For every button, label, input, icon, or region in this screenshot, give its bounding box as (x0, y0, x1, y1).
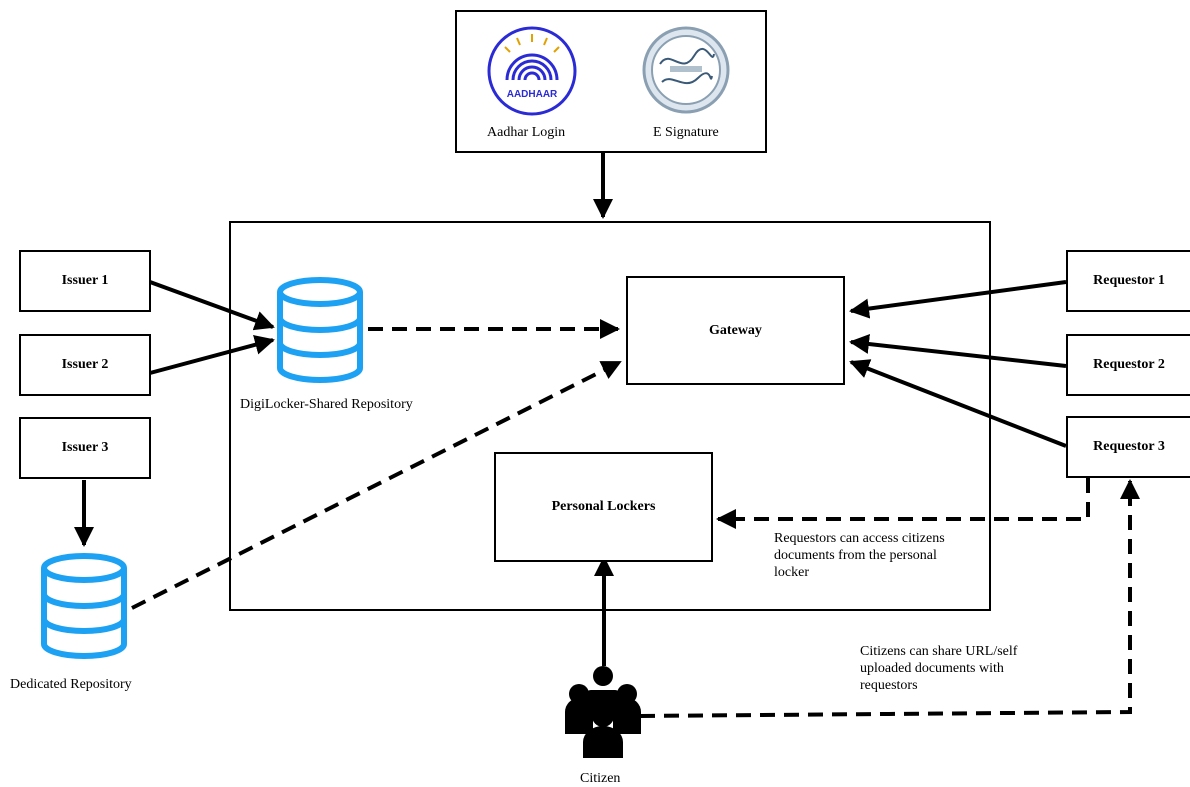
citizen-group-icon (565, 666, 641, 758)
arrow-issuer2-to-shared-repo (149, 335, 275, 375)
issuer-2-box: Issuer 2 (19, 334, 151, 396)
citizen-share-note: Citizens can share URL/self uploaded doc… (860, 644, 1018, 693)
requestor-access-note: Requestors can access citizens documents… (774, 531, 945, 580)
personal-lockers-box: Personal Lockers (494, 452, 713, 562)
issuer-1-box: Issuer 1 (19, 250, 151, 312)
shared-repository-database-icon (277, 277, 363, 383)
arrow-dedicated-repo-to-gateway (131, 360, 622, 610)
arrow-requestor3-to-personal-lockers (716, 478, 1090, 529)
dedicated-repository-database-icon (41, 553, 127, 659)
arrow-requestor3-to-gateway (849, 359, 1067, 448)
shared-repository-label: DigiLocker-Shared Repository (240, 397, 413, 412)
arrow-requestor2-to-gateway (849, 334, 1067, 368)
authentication-services-box: AADHAAR Aadhar Login E Signature (455, 10, 767, 153)
arrow-citizen-to-requestor3 (639, 479, 1140, 718)
aadhaar-logo: AADHAAR (487, 26, 577, 116)
digilocker-platform-container (229, 221, 991, 611)
requestor-1-box: Requestor 1 (1066, 250, 1190, 312)
arrow-issuer1-to-shared-repo (149, 280, 275, 331)
gateway-box: Gateway (626, 276, 845, 385)
esignature-label: E Signature (653, 125, 719, 140)
dedicated-repository-label: Dedicated Repository (10, 677, 132, 692)
issuer-3-box: Issuer 3 (19, 417, 151, 479)
citizen-label: Citizen (580, 771, 621, 786)
esignature-seal-icon (642, 26, 730, 114)
aadhar-login-label: Aadhar Login (487, 125, 566, 140)
requestor-2-box: Requestor 2 (1066, 334, 1190, 396)
arrow-requestor1-to-gateway (849, 280, 1067, 319)
requestor-3-box: Requestor 3 (1066, 416, 1190, 478)
svg-text:AADHAAR: AADHAAR (507, 89, 558, 100)
